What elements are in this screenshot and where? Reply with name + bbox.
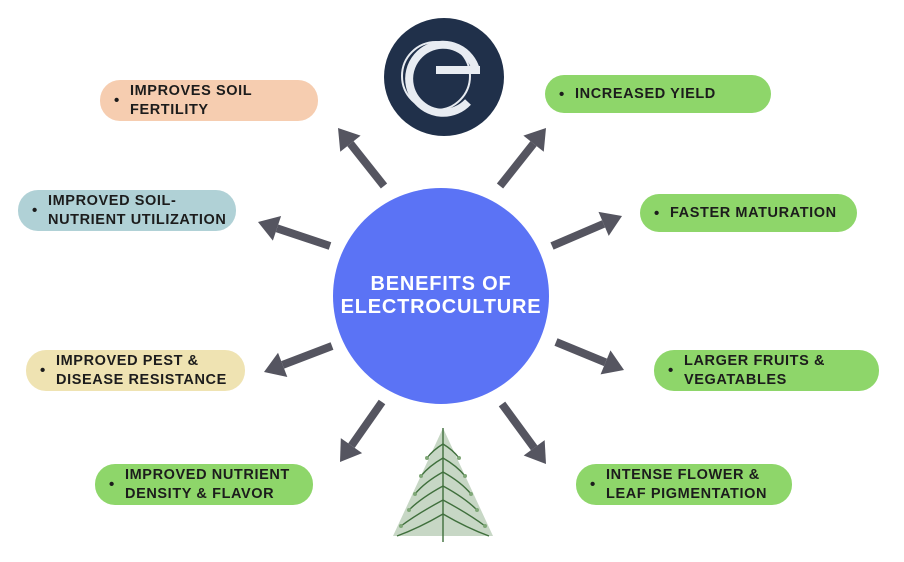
- benefit-faster-maturation: • FASTER MATURATION: [640, 194, 857, 232]
- arrow-head: [340, 438, 363, 462]
- bullet-icon: •: [559, 85, 565, 103]
- benefit-nutrient-density: • IMPROVED NUTRIENT DENSITY & FLAVOR: [95, 464, 313, 505]
- arrow-to-faster-maturation: [550, 211, 622, 250]
- fern-tree-icon: [393, 428, 493, 542]
- electroculture-e-logo-icon: [401, 40, 480, 117]
- arrow-shaft: [498, 401, 538, 451]
- benefit-label: IMPROVED NUTRIENT DENSITY & FLAVOR: [125, 466, 290, 502]
- arrow-shaft: [554, 338, 608, 367]
- bullet-icon: •: [668, 362, 674, 379]
- benefit-label: LARGER FRUITS & VEGATABLES: [684, 352, 826, 388]
- arrow-shaft: [281, 342, 334, 369]
- arrow-head: [258, 215, 282, 241]
- arrow-head: [600, 350, 624, 375]
- benefit-larger-fruits: • LARGER FRUITS & VEGATABLES: [654, 350, 879, 391]
- arrow-shaft: [550, 220, 606, 250]
- benefit-label: IMPROVED SOIL- NUTRIENT UTILIZATION: [48, 192, 227, 228]
- bullet-icon: •: [32, 202, 38, 219]
- benefit-flower-pigmentation: • INTENSE FLOWER & LEAF PIGMENTATION: [576, 464, 792, 505]
- benefit-soil-fertility: • IMPROVES SOIL FERTILITY: [100, 80, 318, 121]
- arrow-head: [523, 128, 546, 152]
- bullet-icon: •: [109, 476, 115, 493]
- bullet-icon: •: [654, 204, 660, 222]
- arrow-head: [523, 440, 546, 464]
- arrow-shaft: [275, 224, 332, 250]
- benefit-pest-disease-resistance: • IMPROVED PEST & DISEASE RESISTANCE: [26, 350, 245, 391]
- bullet-icon: •: [114, 92, 120, 109]
- arrow-to-soil-nutrient-utilization: [258, 215, 332, 250]
- electroculture-logo: [384, 18, 504, 136]
- arrow-to-pest-disease-resistance: [264, 342, 334, 377]
- arrow-head: [264, 352, 288, 377]
- arrow-shaft: [347, 141, 388, 189]
- center-title: BENEFITS OF ELECTROCULTURE: [340, 273, 542, 318]
- arrow-shaft: [496, 141, 537, 189]
- benefit-label: IMPROVED PEST & DISEASE RESISTANCE: [56, 352, 227, 388]
- benefit-soil-nutrient-utilization: • IMPROVED SOIL- NUTRIENT UTILIZATION: [18, 190, 236, 231]
- bullet-icon: •: [590, 476, 596, 493]
- benefit-label: INTENSE FLOWER & LEAF PIGMENTATION: [606, 466, 768, 502]
- arrow-head: [338, 128, 361, 152]
- bullet-icon: •: [40, 362, 46, 379]
- benefit-label: FASTER MATURATION: [670, 204, 837, 221]
- arrow-to-soil-fertility: [338, 128, 388, 189]
- arrow-to-increased-yield: [496, 128, 546, 189]
- arrow-to-flower-pigmentation: [498, 401, 546, 464]
- arrow-head: [598, 211, 622, 236]
- benefit-increased-yield: • INCREASED YIELD: [545, 75, 771, 113]
- benefit-label: IMPROVES SOIL FERTILITY: [130, 82, 253, 118]
- arrow-to-larger-fruits: [554, 338, 624, 375]
- arrow-shaft: [348, 399, 386, 448]
- center-circle: BENEFITS OF ELECTROCULTURE: [333, 188, 549, 404]
- benefit-label: INCREASED YIELD: [575, 85, 716, 102]
- arrow-to-nutrient-density: [340, 399, 386, 462]
